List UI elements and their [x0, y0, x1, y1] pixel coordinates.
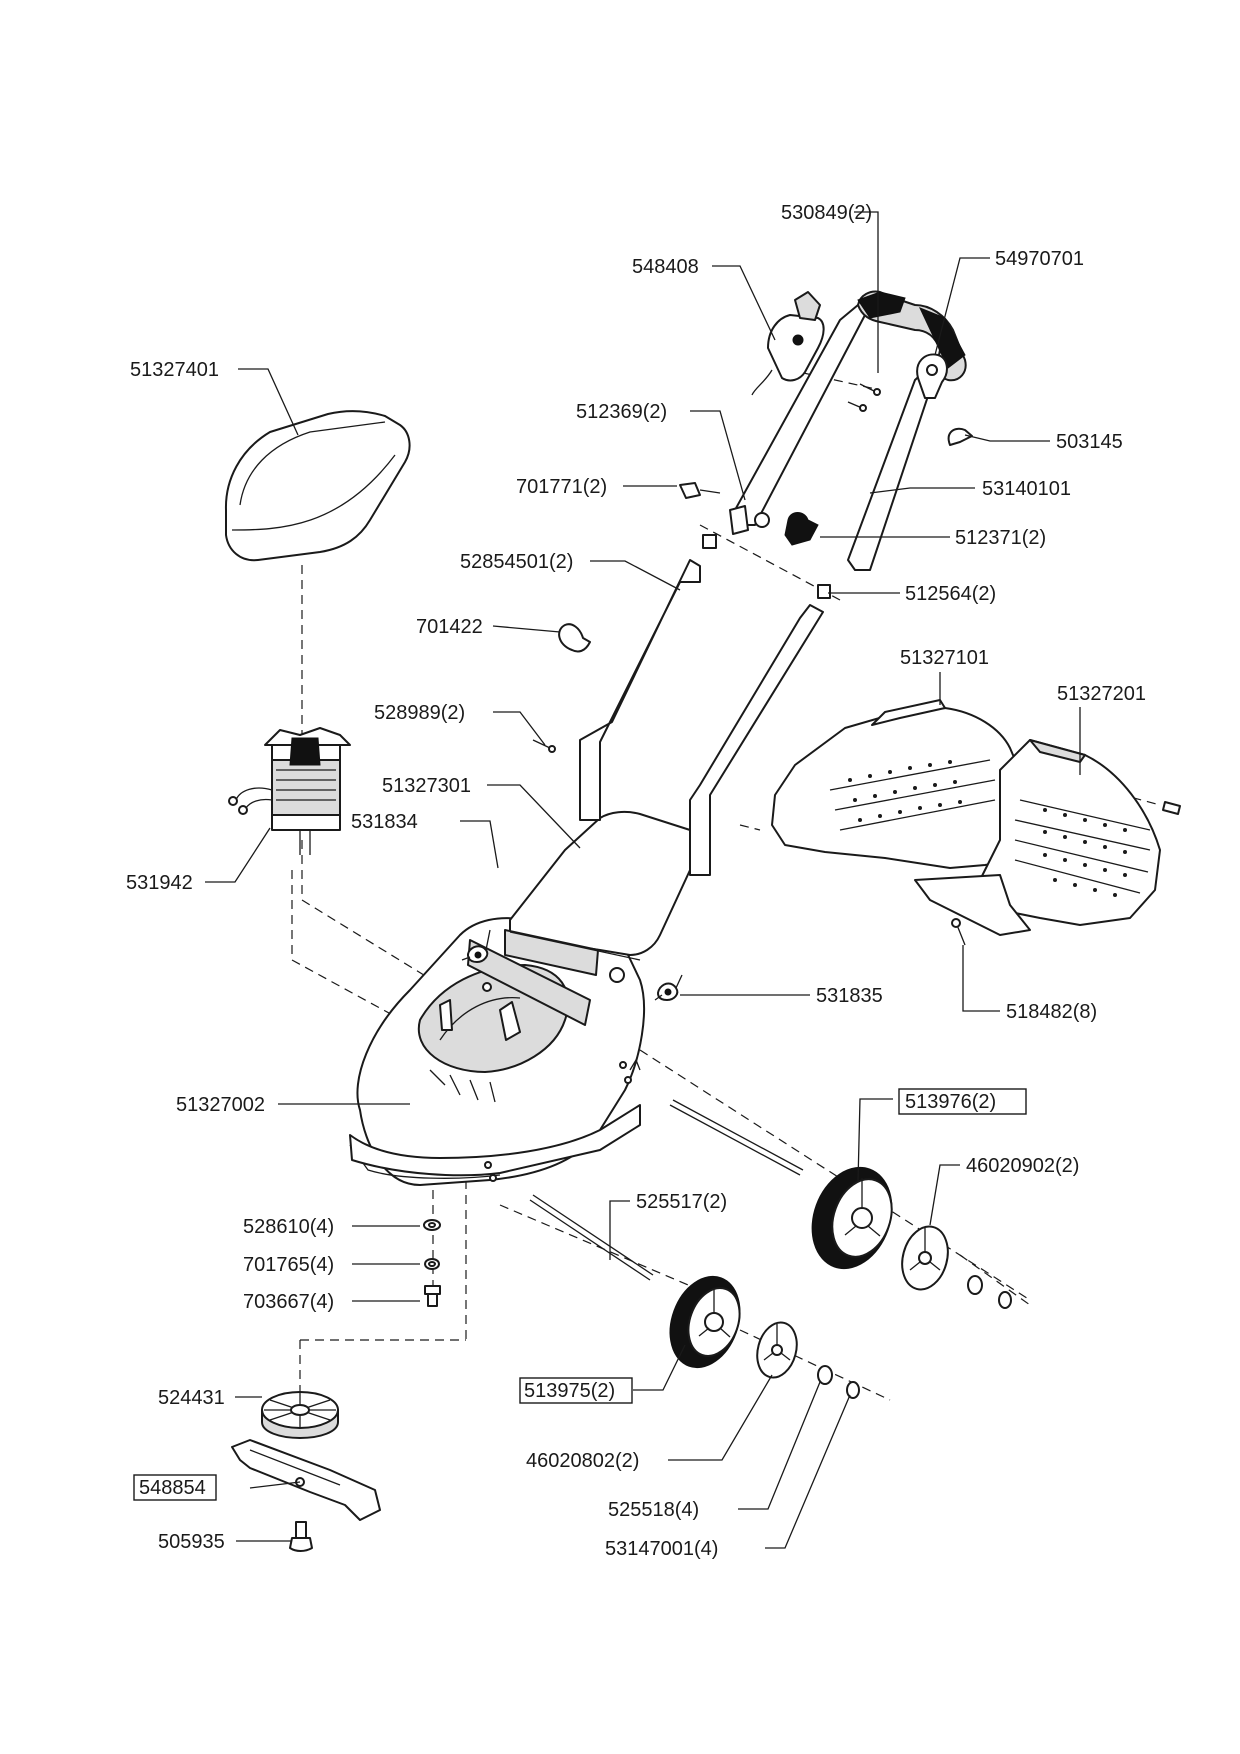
callout-525517: 525517(2)	[636, 1191, 727, 1213]
rear-wheel-part	[811, 1166, 893, 1270]
callout-53140101: 53140101	[982, 478, 1071, 500]
callout-524431: 524431	[158, 1387, 225, 1409]
clip-503145-part	[947, 427, 973, 446]
bolt-701771-part	[679, 482, 721, 499]
callout-512369: 512369(2)	[576, 401, 667, 423]
hubcap-rear-part	[901, 1225, 949, 1291]
callout-503145: 503145	[1056, 431, 1123, 453]
nut-front-part	[817, 1365, 860, 1399]
callout-513975-box	[519, 1377, 633, 1404]
callout-513976-box	[898, 1088, 1027, 1115]
callout-701765: 701765(4)	[243, 1254, 334, 1276]
rear-flap-part	[504, 810, 701, 983]
callout-703667: 703667(4)	[243, 1291, 334, 1313]
callout-51327401: 51327401	[130, 359, 219, 381]
grass-box-mesh-dots	[848, 760, 1127, 897]
callout-531835: 531835	[816, 985, 883, 1007]
grass-box-part	[771, 699, 1181, 936]
callout-51327002: 51327002	[176, 1094, 265, 1116]
callout-531834: 531834	[351, 811, 418, 833]
mower-deck-part	[349, 917, 646, 1186]
screw-530849-part	[847, 383, 881, 412]
motor-part	[228, 727, 351, 855]
switch-box-part	[751, 291, 825, 396]
nut-rear-part	[967, 1275, 1012, 1309]
callout-530849: 530849(2)	[781, 202, 872, 224]
callout-548408: 548408	[632, 256, 699, 278]
bolt-703667-part	[424, 1285, 441, 1307]
washer-701765-part	[424, 1258, 440, 1270]
callout-518482: 518482(8)	[1006, 1001, 1097, 1023]
callout-531942: 531942	[126, 872, 193, 894]
bracket-512369-part	[729, 505, 770, 535]
axle-front-part	[529, 1194, 654, 1281]
callout-52854501: 52854501(2)	[460, 551, 573, 573]
callout-548854-box	[133, 1474, 217, 1501]
callout-701422: 701422	[416, 616, 483, 638]
callout-513976: 513976(2)	[905, 1091, 996, 1113]
lower-handle-tube-left	[579, 559, 701, 821]
callout-528610: 528610(4)	[243, 1216, 334, 1238]
callout-512564: 512564(2)	[905, 583, 996, 605]
callout-54970701: 54970701	[995, 248, 1084, 270]
axle-rear-part	[669, 1099, 804, 1176]
grass-box-lid-part	[224, 410, 411, 562]
callout-labels: 530849(2) 548408 54970701 51327401 51236…	[126, 202, 1146, 1560]
hubcap-front-part	[756, 1321, 798, 1379]
callout-512371: 512371(2)	[955, 527, 1046, 549]
callout-51327201: 51327201	[1057, 683, 1146, 705]
callout-513975: 513975(2)	[524, 1380, 615, 1402]
screw-518482-part	[951, 918, 966, 946]
callout-46020902: 46020902(2)	[966, 1155, 1079, 1177]
spring-531834-part	[461, 929, 491, 963]
callout-525518: 525518(4)	[608, 1499, 699, 1521]
fan-part	[261, 1391, 339, 1439]
cable-clip-part	[916, 353, 948, 399]
cap-512564-part	[702, 534, 831, 599]
front-wheel-part	[669, 1275, 741, 1369]
callout-51327301: 51327301	[382, 775, 471, 797]
spring-531835-part	[654, 974, 683, 1001]
callout-46020802: 46020802(2)	[526, 1450, 639, 1472]
callout-53147001: 53147001(4)	[605, 1538, 718, 1560]
clip-701422-part	[558, 623, 591, 653]
leader-lines	[205, 211, 1081, 1549]
callout-528989: 528989(2)	[374, 702, 465, 724]
lower-handle-tube-right	[689, 604, 824, 876]
washer-528610-part	[423, 1219, 441, 1231]
callout-51327101: 51327101	[900, 647, 989, 669]
knob-512371-part	[784, 512, 819, 546]
callout-548854: 548854	[139, 1477, 206, 1499]
callout-701771: 701771(2)	[516, 476, 607, 498]
blade-part	[231, 1439, 381, 1521]
screw-528989-part	[532, 739, 556, 753]
callout-505935: 505935	[158, 1531, 225, 1553]
blade-bolt-part	[289, 1521, 313, 1552]
